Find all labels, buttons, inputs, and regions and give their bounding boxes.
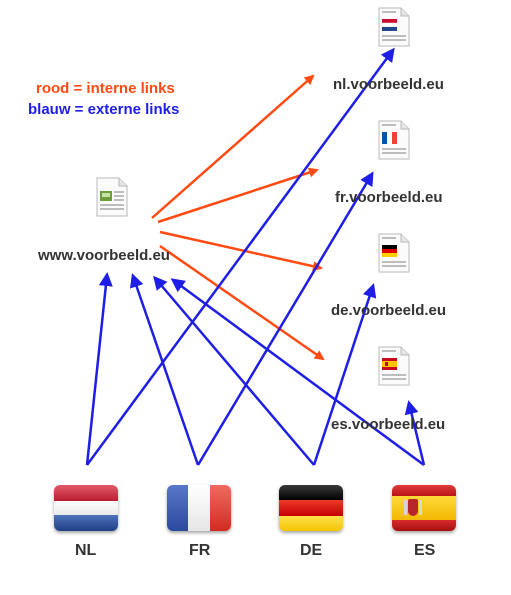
internal-link-arrow [157, 167, 319, 224]
internal-link-arrow [159, 230, 323, 272]
es-site-label: es.voorbeeld.eu [331, 416, 446, 433]
nl-site-label: nl.voorbeeld.eu [333, 76, 444, 93]
germany-flag-icon [279, 485, 343, 531]
external-link-arrow [170, 278, 425, 467]
fr-site-document-icon [377, 120, 411, 160]
internal-link-arrow [159, 244, 325, 361]
de-site-document-icon [377, 233, 411, 273]
external-link-arrow [153, 275, 315, 466]
de-site-label: de.voorbeeld.eu [331, 302, 447, 319]
legend-internal: rood = interne links [36, 80, 175, 97]
main-site-label: www.voorbeeld.eu [38, 247, 170, 264]
external-link-arrow [196, 171, 374, 466]
france-flag-icon [167, 485, 231, 531]
main-site-document-icon [95, 177, 129, 217]
country-label-de: DE [300, 542, 323, 559]
legend-external: blauw = externe links [28, 101, 180, 118]
spain-flag-icon [392, 485, 456, 531]
external-link-arrow [404, 400, 426, 466]
es-site-document-icon [377, 346, 411, 386]
external-link-arrow [312, 283, 377, 466]
fr-site-label: fr.voorbeeld.eu [335, 189, 443, 206]
external-link-arrow [85, 47, 395, 466]
external-link-arrow [129, 273, 200, 466]
country-label-nl: NL [75, 542, 97, 559]
nl-site-document-icon [377, 7, 411, 47]
country-label-fr: FR [189, 542, 211, 559]
netherlands-flag-icon [54, 485, 118, 531]
country-label-es: ES [414, 542, 436, 559]
internal-link-arrow [151, 74, 315, 219]
external-link-arrow [85, 272, 113, 466]
